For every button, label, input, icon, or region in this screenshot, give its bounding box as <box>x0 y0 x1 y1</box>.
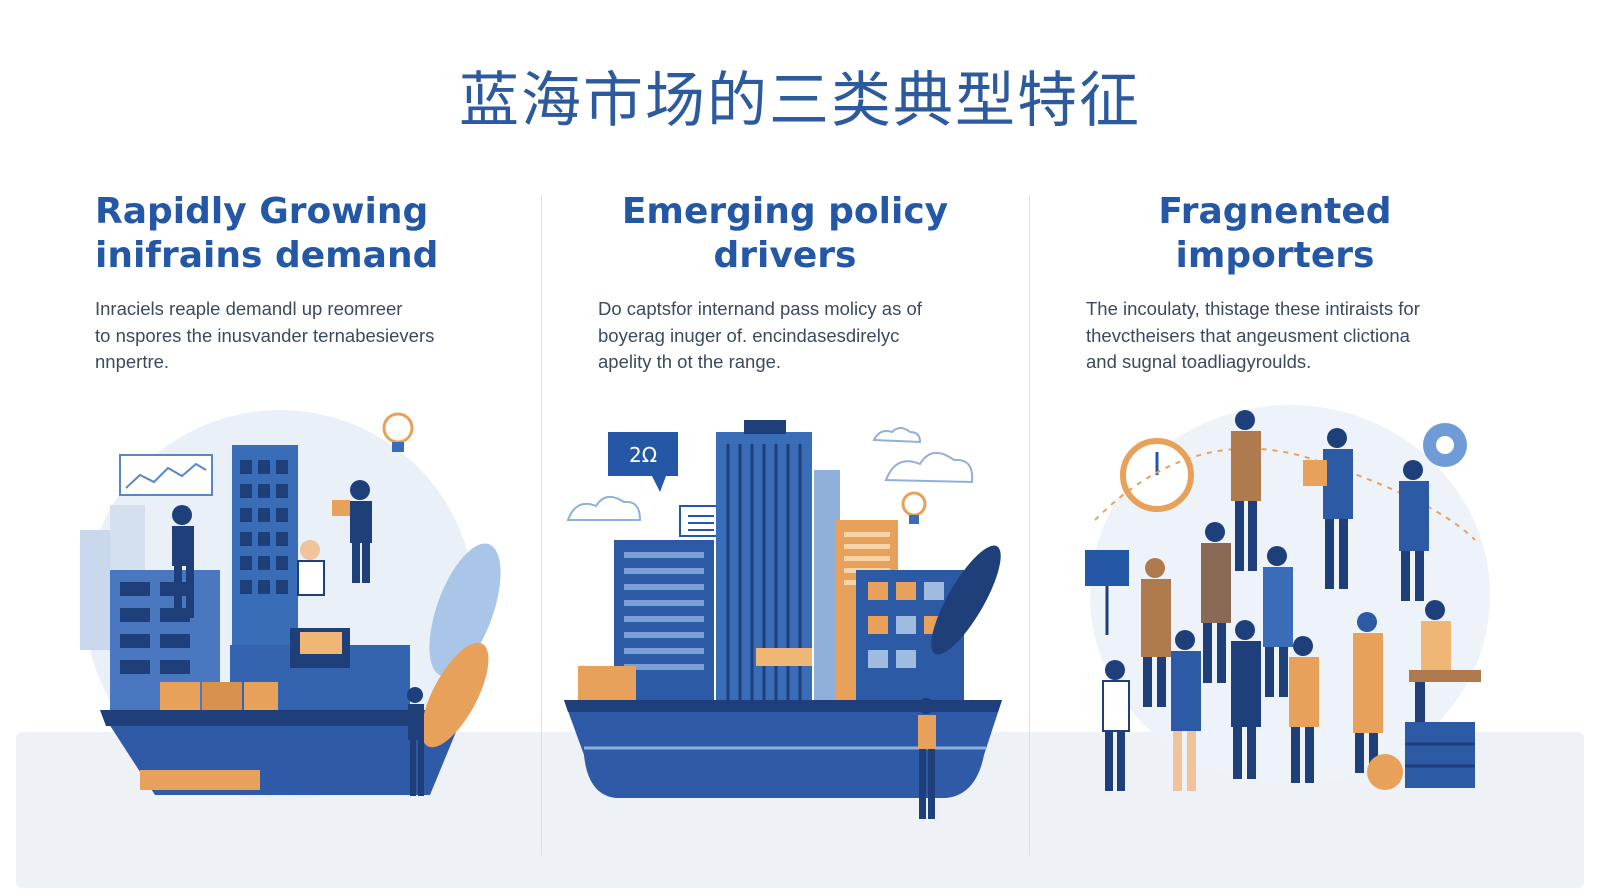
policy-badge-text: 2Ω <box>629 443 657 467</box>
column-body: Do captsfor internand pass molicy as of … <box>560 296 1010 376</box>
column-body-line: and sugnal toadliagyroulds. <box>1086 351 1312 372</box>
column-title-line: Rapidly Growing <box>95 191 429 232</box>
city-skyline-ship-illustration: 2Ω <box>556 410 1006 830</box>
column-body-line: apelity th ot the range. <box>598 351 782 372</box>
column-policy-drivers: Emerging policy drivers Do captsfor inte… <box>560 190 1010 376</box>
column-divider-2 <box>1029 195 1030 855</box>
column-body-line: Do captsfor internand pass molicy as of <box>598 298 922 319</box>
column-title: Fragnented importers <box>1050 190 1500 278</box>
column-title-line: importers <box>1175 235 1375 276</box>
page-title: 蓝海市场的三类典型特征 <box>459 66 1141 136</box>
column-title-line: inifrains demand <box>95 235 439 276</box>
column-body-line: boyerag inuger of. encindasesdirelyc <box>598 324 900 346</box>
column-title-line: Emerging policy <box>621 191 949 232</box>
column-growing-demand: Rapidly Growing inifrains demand Inracie… <box>95 190 515 376</box>
column-title: Emerging policy drivers <box>560 190 1010 278</box>
column-fragmented-importers: Fragnented importers The incoulaty, this… <box>1050 190 1500 376</box>
column-body-line: to nspores the inusvander ternabesievers <box>95 324 435 346</box>
column-title: Rapidly Growing inifrains demand <box>95 190 515 278</box>
column-title-line: Fragnented <box>1158 191 1392 232</box>
column-body-line: thevctheisers that angeusment clictiona <box>1086 324 1410 346</box>
column-body: Inraciels reaple demandl up reomreer to … <box>95 296 515 376</box>
column-body-line: nnpertre. <box>95 351 170 372</box>
column-title-line: drivers <box>713 235 857 276</box>
crowd-business-people-illustration <box>1075 400 1505 810</box>
cargo-ship-city-illustration <box>70 410 520 810</box>
column-body-line: The incoulaty, thistage these intiraists… <box>1086 298 1420 319</box>
column-body-line: Inraciels reaple demandl up reomreer <box>95 298 403 319</box>
column-body: The incoulaty, thistage these intiraists… <box>1050 296 1500 376</box>
column-divider-1 <box>541 195 542 855</box>
